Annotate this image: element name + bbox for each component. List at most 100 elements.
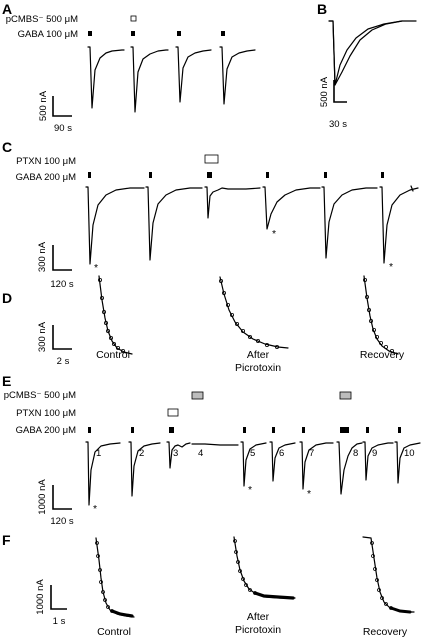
panel-a-trace [130,46,169,113]
panel-b: B 500 nA 30 s [317,1,417,130]
panel-e-number: 10 [404,448,415,459]
panel-e-trace [166,441,191,469]
panel-e: E pCMBS⁻ 500 μM PTXN 100 μM GABA 200 μM … [2,373,421,527]
panel-e-number: 7 [309,448,314,459]
panel-e-pcmbs-bar [339,391,352,400]
panel-d-trace-picrotoxin [219,276,289,349]
panel-c-gaba-bar [266,172,269,178]
panel-f-fit-picrotoxin-tail [253,591,295,600]
panel-e-number: 3 [173,448,178,459]
panel-c-asterisk: * [389,261,393,273]
panel-e-number: 6 [279,448,284,459]
panel-c-gaba-label: GABA 200 μM [16,172,76,183]
panel-c-artifact [410,185,414,192]
panel-a: A pCMBS⁻ 500 μM GABA 100 μM 500 nA 90 s [2,1,256,134]
panel-a-letter: A [2,1,12,17]
panel-f-fit-control [95,541,114,613]
panel-d-fit-control [98,277,126,353]
panel-f-trace-control [95,537,135,618]
panel-c-gaba-bar [381,172,384,178]
panel-d-caption-after: After [247,349,270,361]
panel-a-gaba-label: GABA 100 μM [18,29,78,40]
panel-b-trace-pcmbs [328,20,403,86]
panel-c-asterisk: * [272,228,276,240]
panel-e-gaba-bar [302,427,305,433]
panel-a-scale-y: 500 nA [38,90,49,121]
panel-f-fit-control-tail [110,609,134,618]
panel-d-trace-control [98,275,133,355]
panel-f-scale-y: 1000 nA [35,579,46,615]
panel-c-gaba-bar [88,172,91,178]
panel-e-asterisk: * [93,503,97,515]
panel-e-gaba-bar [131,427,134,433]
panel-f-trace-picrotoxin [233,536,296,599]
panel-c-trace [321,186,378,259]
panel-c-trace [379,186,419,264]
panel-d-caption-picrotoxin: Picrotoxin [235,362,281,374]
panel-c-trace [262,186,321,230]
panel-f-fit-picrotoxin [233,539,257,595]
panel-d-caption-control: Control [96,349,130,361]
panel-d-fit-picrotoxin [218,278,279,349]
panel-b-letter: B [317,1,327,17]
panel-c-letter: C [2,139,12,155]
panel-e-number: 4 [198,448,203,459]
panel-f-fit-recovery [370,541,393,610]
panel-b-trace-control [328,20,417,86]
panel-d-trace-recovery [363,275,399,355]
panel-f-scale-x: 1 s [53,616,66,627]
panel-a-gaba-bar [221,31,225,36]
panel-c-trace [204,186,261,219]
panel-e-trace [362,441,394,481]
panel-f: F 1000 nA 1 s Control After Picrotoxin R… [2,532,415,638]
panel-c-trace [85,186,145,265]
panel-c-gaba-bar [149,172,152,178]
panel-e-number: 9 [372,448,377,459]
panel-f-scale-bar [50,585,67,610]
panel-e-pcmbs-bar [191,391,204,400]
panel-e-number: 5 [250,448,255,459]
panel-a-gaba-bar [131,31,135,36]
panel-e-number: 2 [139,448,144,459]
panel-d-fit-recovery [362,277,394,353]
panel-e-gaba-label: GABA 200 μM [16,425,76,436]
panel-b-scale-x: 30 s [329,119,347,130]
panel-e-number: 8 [353,448,358,459]
panel-a-trace [87,46,125,109]
panel-e-gaba-bar [340,427,349,433]
panel-d-scale-bar [52,325,72,350]
panel-f-caption-control: Control [97,626,131,638]
panel-d-scale-y: 300 nA [37,321,48,352]
panel-a-trace [175,46,212,103]
panel-a-gaba-bar [177,31,181,36]
panel-f-caption-after: After [247,611,270,623]
panel-e-scale-x: 120 s [50,516,73,527]
panel-e-number: 1 [96,448,101,459]
panel-b-scale-bar [333,80,347,103]
panel-e-gaba-bar [398,427,401,433]
panel-e-trace [269,441,296,482]
panel-e-gaba-bar [243,427,246,433]
panel-e-scale-bar [52,485,72,510]
panel-e-gaba-bar [366,427,369,433]
panel-a-pcmbs-bar [130,15,137,22]
panel-a-scale-bar [52,96,72,117]
panel-f-trace-recovery [362,536,415,613]
panel-e-gaba-bar [88,427,91,433]
panel-a-trace [219,46,256,105]
panel-a-scale-x: 90 s [54,123,72,134]
panel-f-letter: F [2,532,11,548]
panel-e-trace [191,443,239,446]
panel-e-letter: E [2,373,11,389]
panel-c-ptxn-bar [204,154,219,164]
panel-e-asterisk: * [248,484,252,496]
panel-e-gaba-bar [272,427,275,433]
panel-a-pcmbs-label: pCMBS⁻ 500 μM [6,14,78,25]
panel-d: D 300 nA 2 s Control After Picrotoxin Re… [2,275,405,374]
panel-f-caption-recovery: Recovery [363,626,408,638]
panel-e-asterisk: * [307,488,311,500]
panel-e-gaba-bar [169,427,174,433]
panel-c-asterisk: * [94,262,98,274]
panel-c-ptxn-label: PTXN 100 μM [16,156,76,167]
panel-c-gaba-bar [324,172,327,178]
